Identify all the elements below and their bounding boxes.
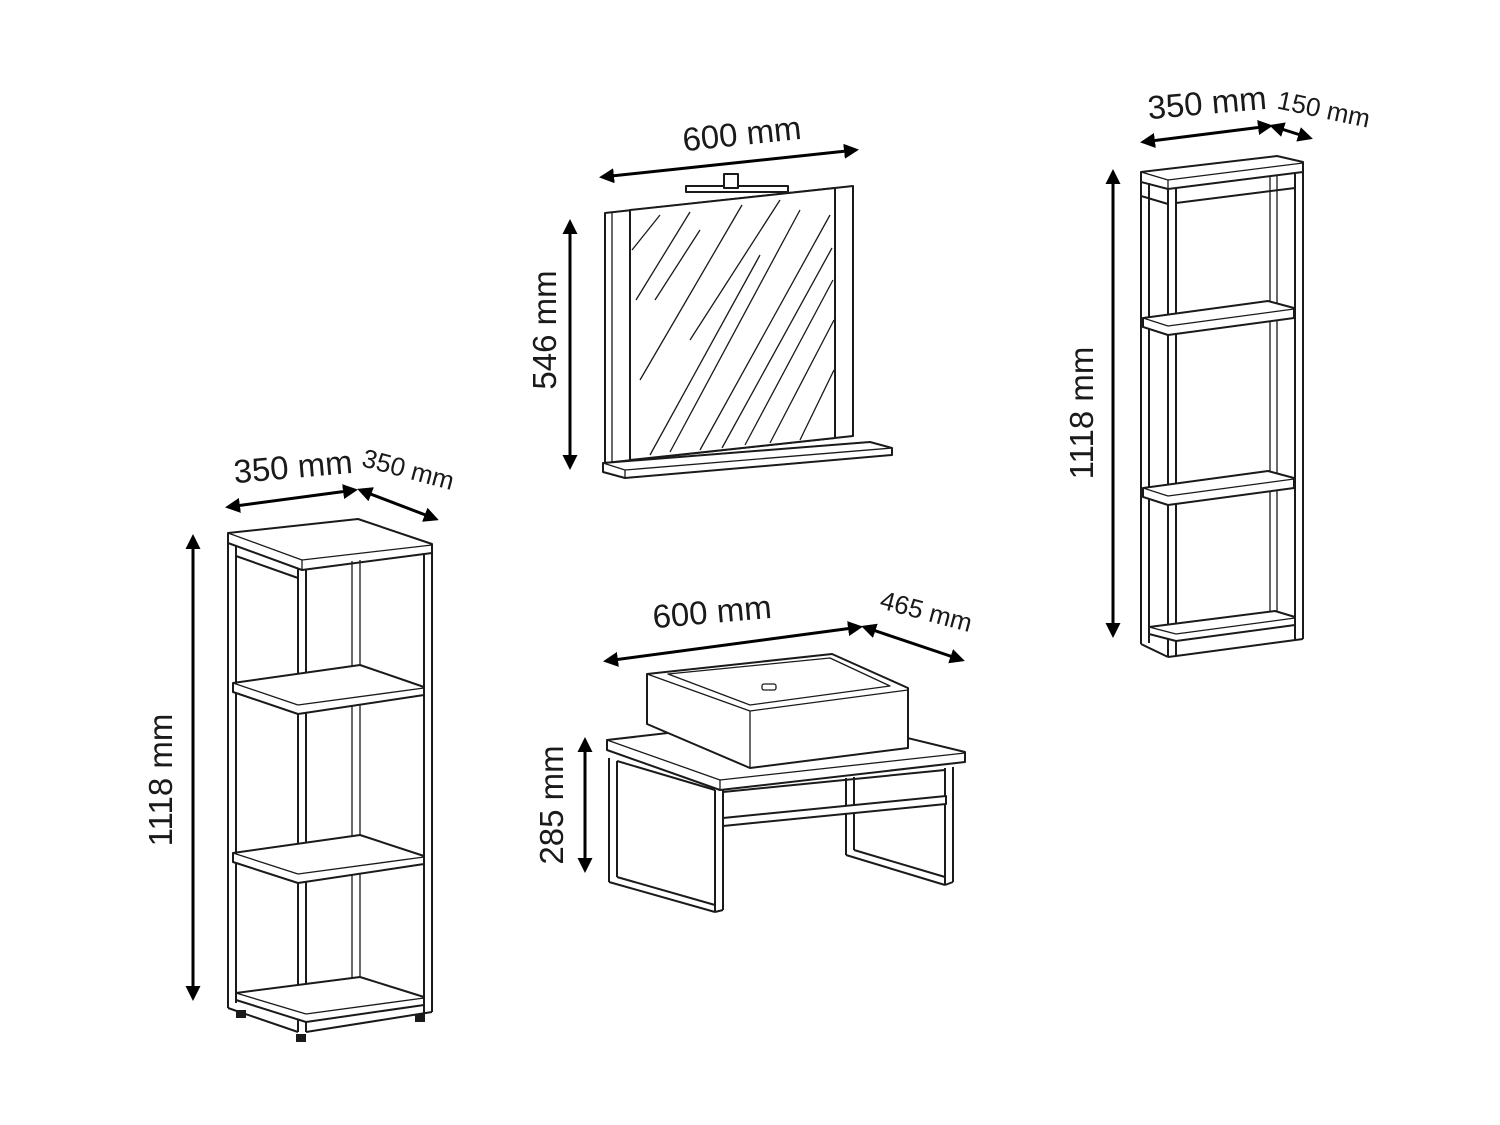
standing-shelf-frame (227, 543, 433, 1033)
mirror-unit: 600 mm 546 mm (526, 109, 893, 479)
mirror-height-label: 546 mm (526, 270, 563, 389)
vanity-frame (608, 758, 954, 913)
wall-shelf-unit: 350 mm 150 mm 1118 mm (1063, 79, 1373, 658)
mirror-width-arrow (599, 143, 859, 184)
vanity-width-arrow (603, 621, 863, 667)
wall-shelf-depth-arrow (1269, 122, 1313, 142)
standing-shelf-foot (415, 1014, 425, 1022)
mirror-lamp-mount (723, 173, 739, 189)
standing-shelf-board-2 (232, 834, 425, 884)
vanity-basin (646, 653, 909, 769)
mirror-width-label: 600 mm (681, 109, 803, 158)
standing-shelf-height-label: 1118 mm (142, 714, 179, 847)
mirror-glass (629, 187, 836, 461)
wall-shelf-height-label: 1118 mm (1063, 347, 1100, 480)
wall-shelf-board-1 (1142, 300, 1295, 336)
vanity-depth-arrow (861, 623, 965, 664)
standing-shelf-foot (296, 1034, 306, 1042)
wall-shelf-width-label: 350 mm (1146, 79, 1268, 126)
wall-shelf-board-bottom (1148, 610, 1296, 642)
vanity-basin-bowl (667, 657, 891, 706)
standing-shelf-depth-label: 350 mm (359, 443, 457, 496)
mirror-reflection (631, 199, 835, 456)
standing-shelf-depth-arrow (357, 487, 439, 522)
standing-shelf-foot (236, 1010, 246, 1018)
vanity-height-label: 285 mm (533, 745, 570, 864)
standing-shelf-width-label: 350 mm (232, 443, 354, 490)
vanity-drain (761, 683, 777, 691)
standing-shelf-board-bottom (235, 976, 425, 1023)
wall-shelf-top (1140, 155, 1304, 190)
vanity-width-label: 600 mm (651, 588, 773, 635)
standing-shelf-board-1 (232, 664, 425, 715)
wall-shelf-width-arrow (1140, 120, 1273, 148)
wall-shelf-board-2 (1142, 470, 1295, 506)
standing-shelf-unit: 350 mm 350 mm 1118 mm (142, 443, 458, 1042)
standing-shelf-width-arrow (225, 484, 358, 513)
vanity-depth-label: 465 mm (877, 585, 975, 638)
wall-shelf-depth-label: 150 mm (1275, 85, 1373, 134)
wall-shelf-frame (1140, 172, 1304, 658)
vanity-towel-bar (722, 795, 947, 827)
vanity-unit: 600 mm 465 mm 285 mm (533, 585, 976, 913)
